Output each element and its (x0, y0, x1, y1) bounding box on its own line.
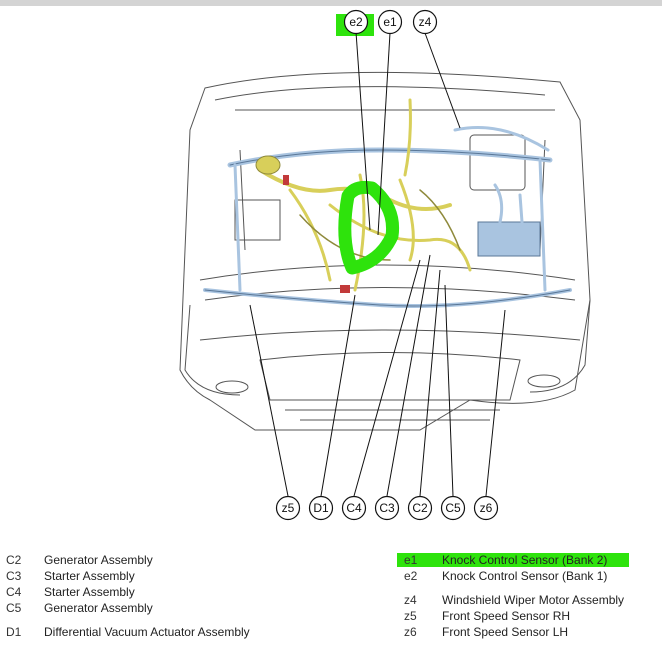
legend-item: C4 Starter Assembly (6, 584, 250, 600)
legend-code: C4 (6, 585, 22, 599)
callout-labels: e2 e1 z4 z5 D1 C4 C3 C2 C5 z6 (275, 9, 499, 521)
legend-label: Starter Assembly (44, 569, 135, 583)
svg-text:z4: z4 (419, 15, 432, 29)
callout-d1: D1 (308, 495, 334, 521)
callout-c4: C4 (341, 495, 367, 521)
svg-text:z5: z5 (282, 501, 295, 515)
highlight-e1-legend (397, 553, 629, 567)
legend-label: Differential Vacuum Actuator Assembly (44, 625, 250, 639)
legend-label: Knock Control Sensor (Bank 2) (442, 553, 608, 567)
svg-text:C5: C5 (445, 501, 461, 515)
engine-compartment-diagram: e2 e1 z4 z5 D1 C4 C3 C2 C5 z6 (179, 9, 591, 521)
legend-item: C5 Generator Assembly (6, 600, 250, 616)
callout-e2: e2 (343, 9, 369, 35)
callout-z6: z6 (473, 495, 499, 521)
callout-z5: z5 (275, 495, 301, 521)
legend-label: Knock Control Sensor (Bank 1) (442, 569, 608, 583)
legend-code: C3 (6, 569, 22, 583)
svg-text:z6: z6 (480, 501, 493, 515)
legend-code: e1 (404, 553, 418, 567)
legend-item: C2 Generator Assembly (6, 552, 250, 568)
callout-c3: C3 (374, 495, 400, 521)
legend-item: e2 Knock Control Sensor (Bank 1) (404, 568, 624, 584)
highlight-knock-sensor (338, 180, 400, 275)
legend-label: Windshield Wiper Motor Assembly (442, 593, 625, 607)
legend-right: e1 Knock Control Sensor (Bank 2) e2 Knock … (404, 552, 624, 640)
leader-lines (249, 31, 506, 497)
legend-item: z4 Windshield Wiper Motor Assembly (404, 592, 624, 608)
svg-text:C2: C2 (412, 501, 428, 515)
legend-label: Generator Assembly (44, 553, 153, 567)
vehicle-outline (179, 71, 591, 431)
legend-item: z5 Front Speed Sensor RH (404, 608, 624, 624)
legend-code: z4 (404, 593, 417, 607)
svg-text:D1: D1 (313, 501, 329, 515)
wiring-harness (203, 98, 572, 308)
legend-code: C2 (6, 553, 22, 567)
legend-label: Front Speed Sensor LH (442, 625, 569, 639)
callout-e1: e1 (377, 9, 403, 35)
svg-text:e1: e1 (383, 15, 397, 29)
legend-item: C3 Starter Assembly (6, 568, 250, 584)
legend-item: z6 Front Speed Sensor LH (404, 624, 624, 640)
legend-code: C5 (6, 601, 22, 615)
legend-code: e2 (404, 569, 418, 583)
callout-c2: C2 (407, 495, 433, 521)
legend-item: e1 Knock Control Sensor (Bank 2) (404, 552, 624, 568)
svg-text:e2: e2 (349, 15, 363, 29)
legend-code: z5 (404, 609, 417, 623)
legend-label: Starter Assembly (44, 585, 135, 599)
callout-c5: C5 (440, 495, 466, 521)
callout-z4: z4 (412, 9, 438, 35)
legend-item: D1 Differential Vacuum Actuator Assembly (6, 624, 250, 640)
legend-code: z6 (404, 625, 417, 639)
legend-code: D1 (6, 625, 22, 639)
svg-text:C3: C3 (379, 501, 395, 515)
top-edge-bar (0, 0, 662, 6)
svg-text:C4: C4 (346, 501, 362, 515)
legend-label: Front Speed Sensor RH (442, 609, 571, 623)
legend-label: Generator Assembly (44, 601, 153, 615)
